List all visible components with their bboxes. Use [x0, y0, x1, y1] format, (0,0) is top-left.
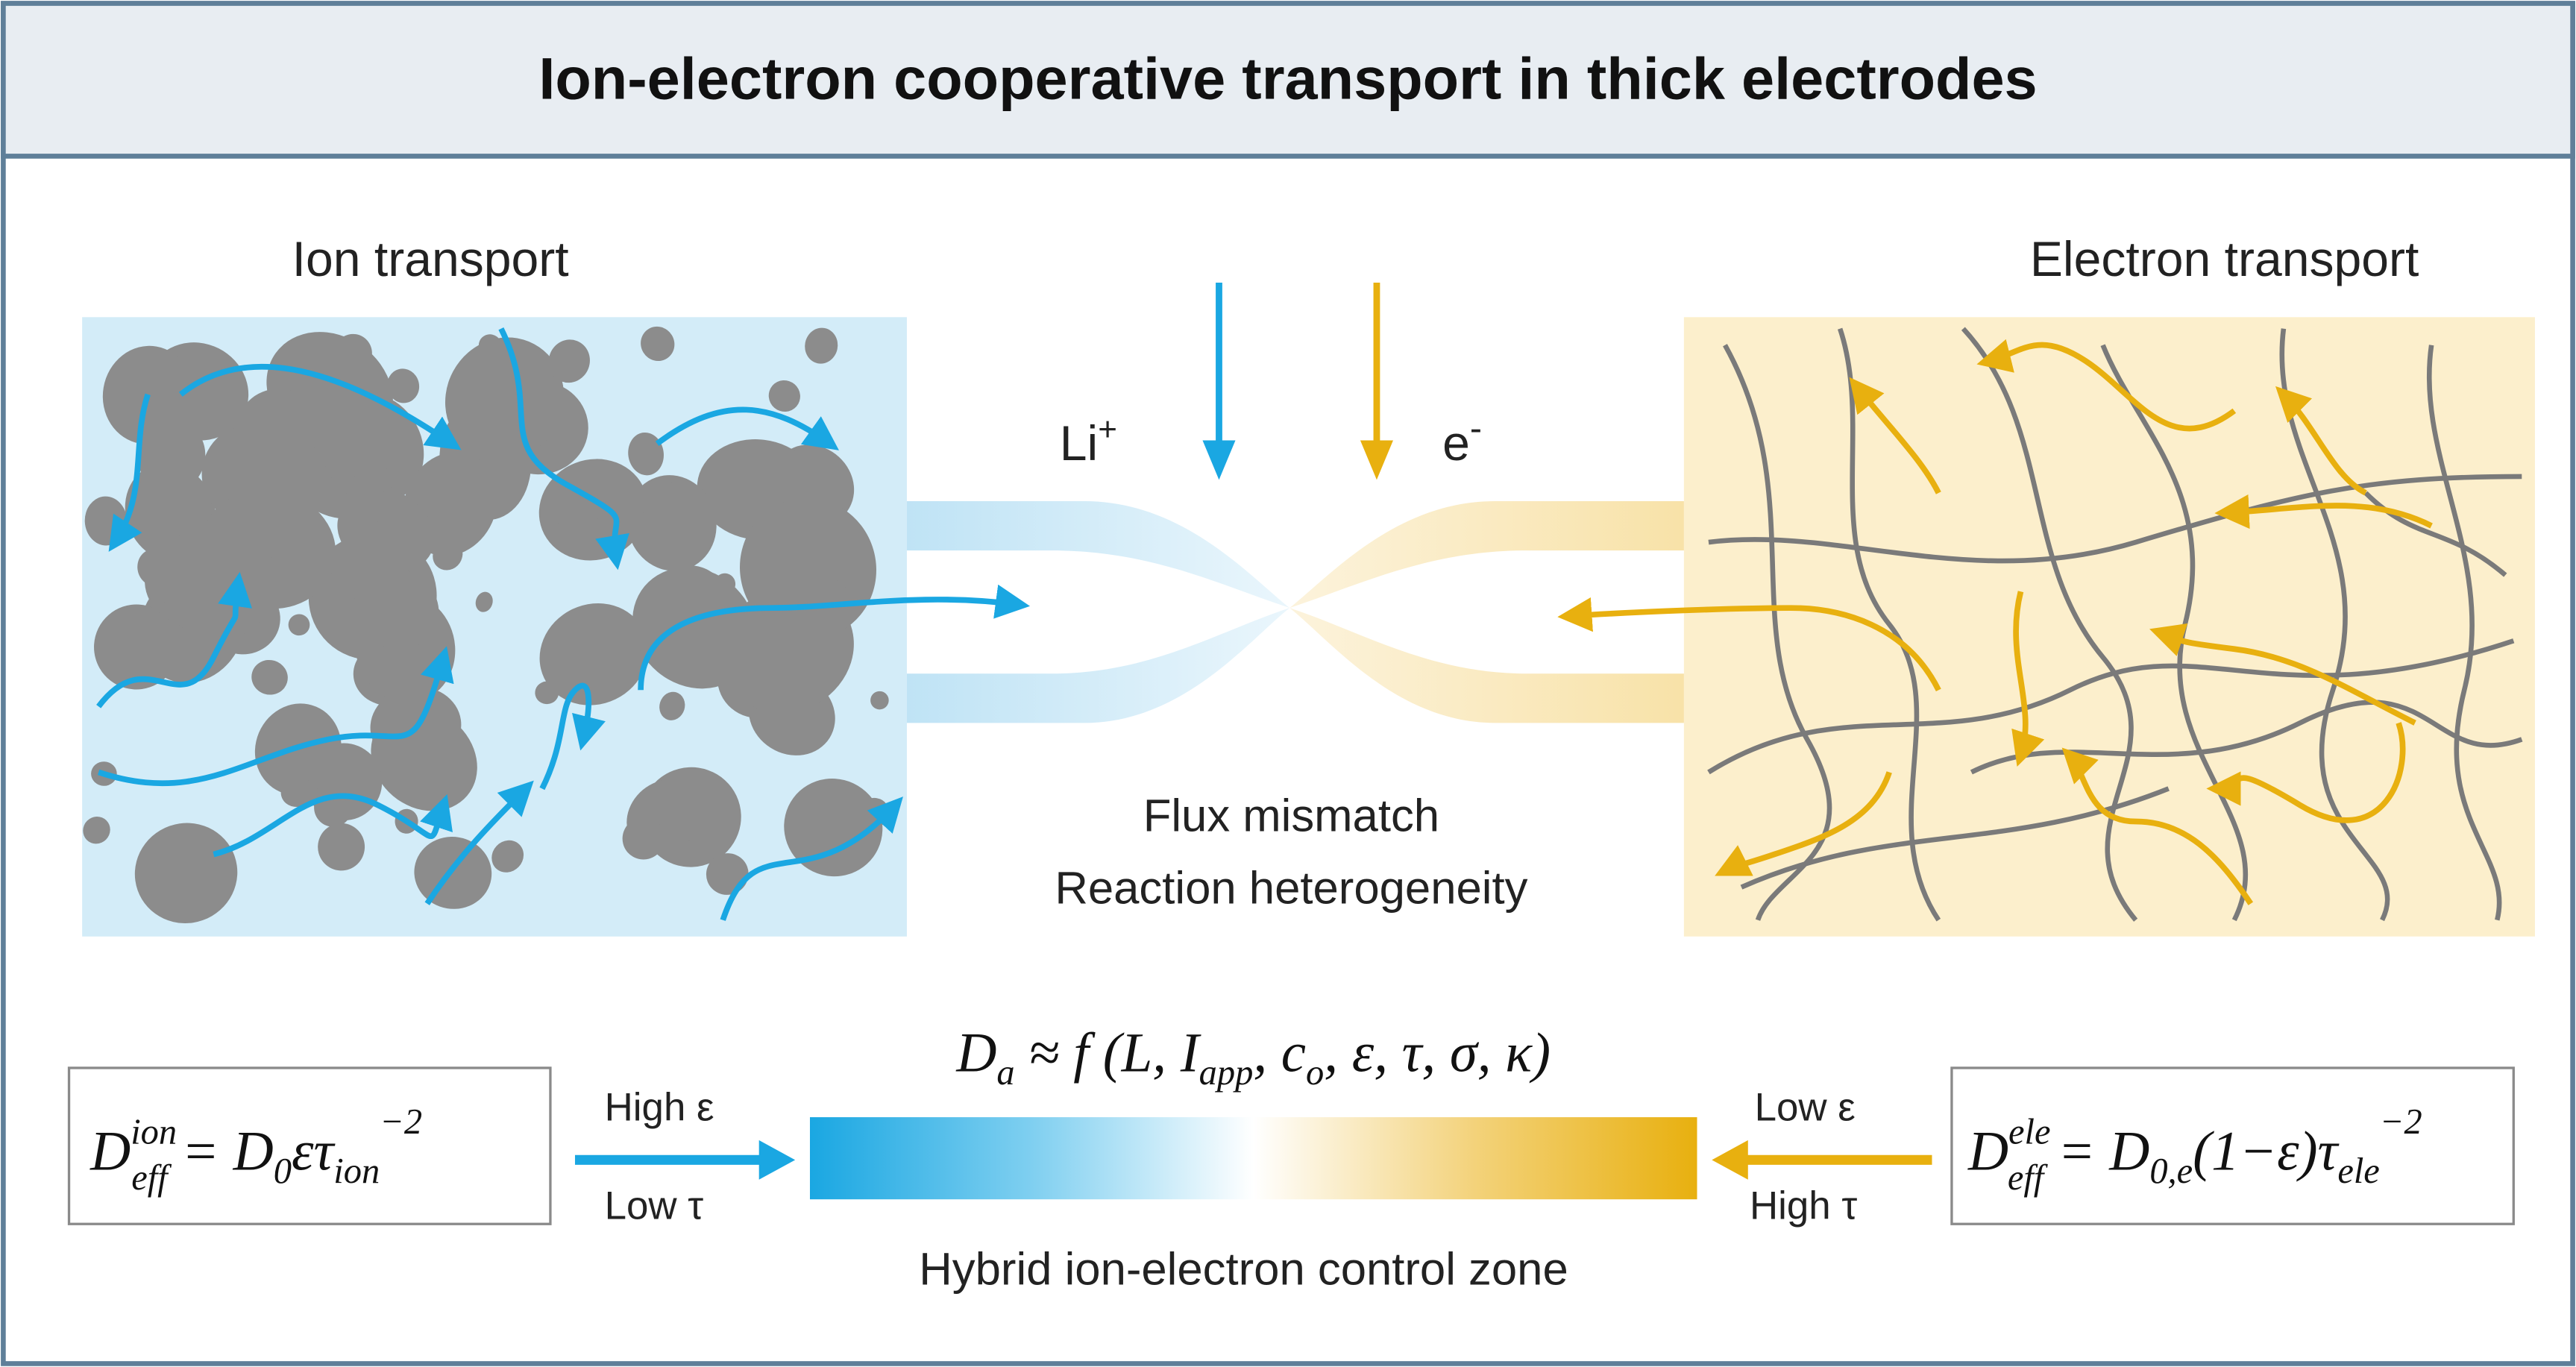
particle: [784, 779, 883, 877]
particle: [535, 681, 559, 705]
particle: [768, 380, 800, 412]
particle: [622, 817, 665, 860]
flux-mismatch-text: Flux mismatch: [1143, 791, 1439, 842]
particle: [444, 337, 565, 461]
particle: [638, 477, 677, 518]
li-ion-label: Li+: [1060, 411, 1117, 471]
high-epsilon-label: High ε: [605, 1085, 714, 1129]
low-tau-label: Low τ: [605, 1184, 704, 1228]
electron-input-arrow: [1712, 1140, 1932, 1180]
particle: [805, 327, 838, 364]
particle: [387, 368, 420, 403]
particle: [83, 816, 110, 844]
particle: [216, 406, 241, 430]
electron-transport-label: Electron transport: [2030, 232, 2419, 287]
particle: [94, 604, 179, 690]
title-bar: [1, 1, 2575, 159]
electron-paths: [1557, 339, 2433, 905]
particle: [351, 543, 389, 582]
particle: [548, 339, 590, 383]
electron-label: e-: [1442, 408, 1482, 471]
particle: [333, 333, 372, 373]
particle: [354, 568, 439, 650]
particle: [318, 823, 365, 871]
hybrid-zone-label: Hybrid ion-electron control zone: [919, 1244, 1568, 1295]
ion-diffusivity-box: [67, 1066, 552, 1225]
electron-flux-ribbon: [1289, 500, 1684, 723]
reaction-heterogeneity-text: Reaction heterogeneity: [1055, 863, 1527, 914]
particle: [372, 490, 413, 529]
li-ion-arrow: [1202, 283, 1236, 480]
particle: [478, 334, 502, 357]
particle: [227, 494, 251, 512]
ion-transport-label: Ion transport: [292, 232, 569, 287]
damkohler-equation: Da ≈ f (L, Iapp, co, ε, τ, σ, κ): [955, 1022, 1551, 1093]
particle: [236, 389, 320, 468]
particle: [433, 540, 463, 571]
particle: [659, 691, 685, 720]
hybrid-control-zone-bar: [809, 1117, 1697, 1200]
particle: [475, 591, 493, 612]
particle: [870, 691, 889, 710]
particle: [342, 617, 367, 642]
high-tau-label: High τ: [1750, 1184, 1857, 1228]
particle: [641, 326, 675, 362]
ion-input-arrow: [574, 1140, 796, 1180]
particle: [778, 449, 824, 493]
electron-arrow: [1360, 283, 1393, 480]
particle: [491, 840, 524, 873]
particle: [632, 567, 757, 689]
low-epsilon-label: Low ε: [1755, 1085, 1856, 1129]
particle: [556, 509, 603, 553]
particle: [288, 614, 310, 636]
particle: [280, 777, 314, 808]
ion-flux-ribbon: [906, 500, 1290, 723]
ion-paths: [96, 327, 1031, 921]
electron-diffusivity-box: [1950, 1066, 2515, 1225]
particle: [245, 516, 287, 558]
particle: [134, 823, 238, 923]
particle: [714, 573, 736, 595]
particle: [366, 367, 386, 387]
particle: [326, 573, 351, 600]
page-title: Ion-electron cooperative transport in th…: [538, 45, 2037, 111]
particle: [720, 658, 744, 683]
particle: [628, 432, 664, 476]
particle: [137, 549, 172, 586]
particle: [251, 659, 288, 695]
particle: [354, 462, 392, 502]
particle: [539, 603, 648, 706]
